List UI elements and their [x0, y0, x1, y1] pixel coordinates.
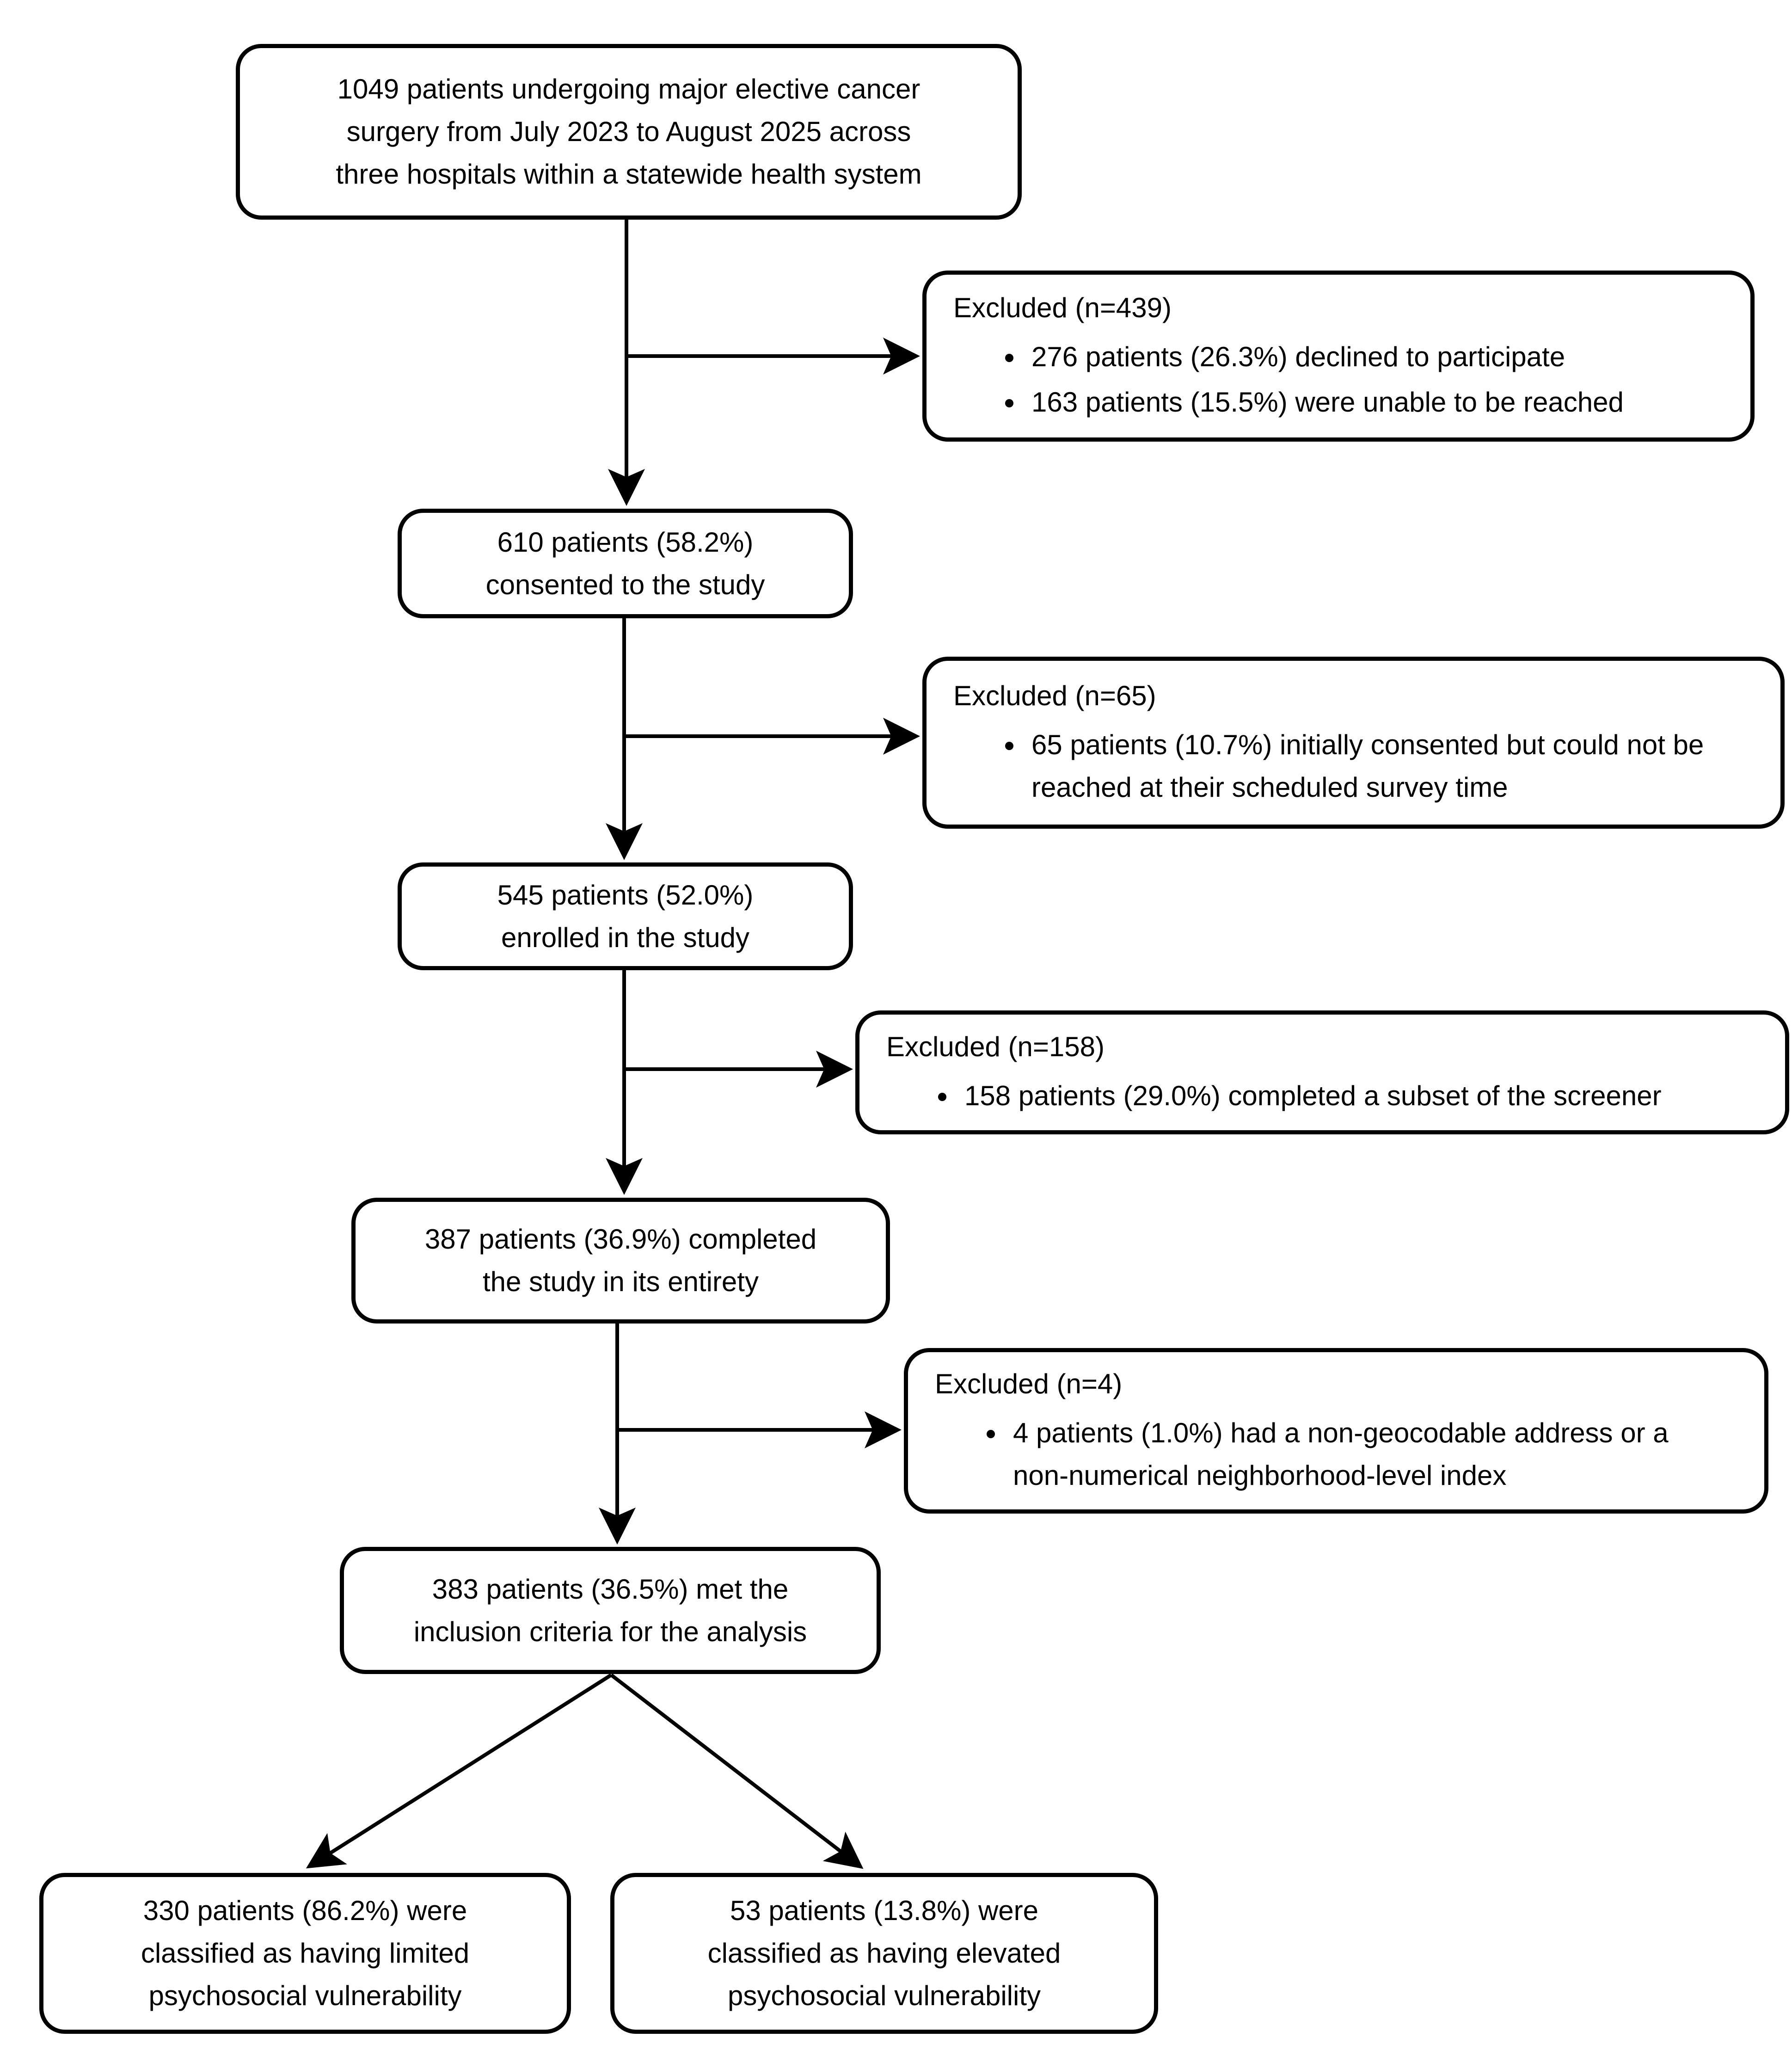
- box-excluded-4: Excluded (n=4) 4 patients (1.0%) had a n…: [904, 1348, 1768, 1514]
- box-text-line: classified as having elevated: [707, 1938, 1061, 1969]
- excluded-bullet: 158 patients (29.0%) completed a subset …: [958, 1075, 1662, 1117]
- excluded-bullet-list: 65 patients (10.7%) initially consented …: [953, 721, 1725, 812]
- box-limited-vulnerability: 330 patients (86.2%) were classified as …: [39, 1873, 571, 2034]
- box-text-line: classified as having limited: [141, 1938, 470, 1969]
- excluded-bullet: 163 patients (15.5%) were unable to be r…: [1025, 381, 1624, 424]
- excluded-title: Excluded (n=158): [886, 1031, 1105, 1062]
- excluded-title: Excluded (n=65): [953, 680, 1156, 711]
- excluded-bullet-list: 276 patients (26.3%) declined to partici…: [953, 333, 1624, 426]
- box-text-line: psychosocial vulnerability: [728, 1980, 1041, 2011]
- excluded-title: Excluded (n=4): [935, 1368, 1123, 1399]
- box-text-line: 545 patients (52.0%): [497, 879, 754, 911]
- box-text-line: 1049 patients undergoing major elective …: [337, 74, 921, 105]
- box-text-line: inclusion criteria for the analysis: [413, 1616, 807, 1647]
- arrow-analysis-to-elevated: [610, 1673, 864, 1869]
- box-completed-study: 387 patients (36.9%) completed the study…: [351, 1198, 890, 1324]
- box-text-line: 53 patients (13.8%) were: [730, 1895, 1039, 1926]
- box-text-line: three hospitals within a statewide healt…: [336, 159, 922, 190]
- box-text-line: consented to the study: [485, 569, 765, 600]
- box-text-line: 330 patients (86.2%) were: [143, 1895, 467, 1926]
- box-elevated-vulnerability: 53 patients (13.8%) were classified as h…: [610, 1873, 1158, 2034]
- excluded-bullet-list: 4 patients (1.0%) had a non-geocodable a…: [935, 1409, 1695, 1500]
- excluded-bullet: 4 patients (1.0%) had a non-geocodable a…: [1006, 1412, 1695, 1497]
- box-text-line: 610 patients (58.2%): [497, 526, 754, 558]
- excluded-bullet-list: 158 patients (29.0%) completed a subset …: [886, 1072, 1662, 1120]
- box-text-line: 383 patients (36.5%) met the: [432, 1573, 789, 1605]
- box-text-line: psychosocial vulnerability: [148, 1980, 462, 2011]
- excluded-bullet: 65 patients (10.7%) initially consented …: [1025, 724, 1725, 809]
- box-consented: 610 patients (58.2%) consented to the st…: [398, 509, 853, 618]
- box-enrolled: 545 patients (52.0%) enrolled in the stu…: [398, 862, 853, 970]
- excluded-bullet: 276 patients (26.3%) declined to partici…: [1025, 336, 1624, 378]
- arrow-analysis-to-limited: [306, 1673, 613, 1869]
- box-text-line: 387 patients (36.9%) completed: [424, 1224, 817, 1255]
- box-text-line: the study in its entirety: [483, 1266, 759, 1297]
- excluded-title: Excluded (n=439): [953, 292, 1172, 323]
- box-met-inclusion-criteria: 383 patients (36.5%) met the inclusion c…: [340, 1547, 881, 1674]
- box-excluded-439: Excluded (n=439) 276 patients (26.3%) de…: [922, 271, 1755, 442]
- box-excluded-158: Excluded (n=158) 158 patients (29.0%) co…: [855, 1010, 1789, 1134]
- box-initial-cohort: 1049 patients undergoing major elective …: [236, 44, 1022, 220]
- box-excluded-65: Excluded (n=65) 65 patients (10.7%) init…: [922, 657, 1785, 829]
- box-text-line: enrolled in the study: [501, 922, 749, 953]
- box-text-line: surgery from July 2023 to August 2025 ac…: [346, 116, 911, 147]
